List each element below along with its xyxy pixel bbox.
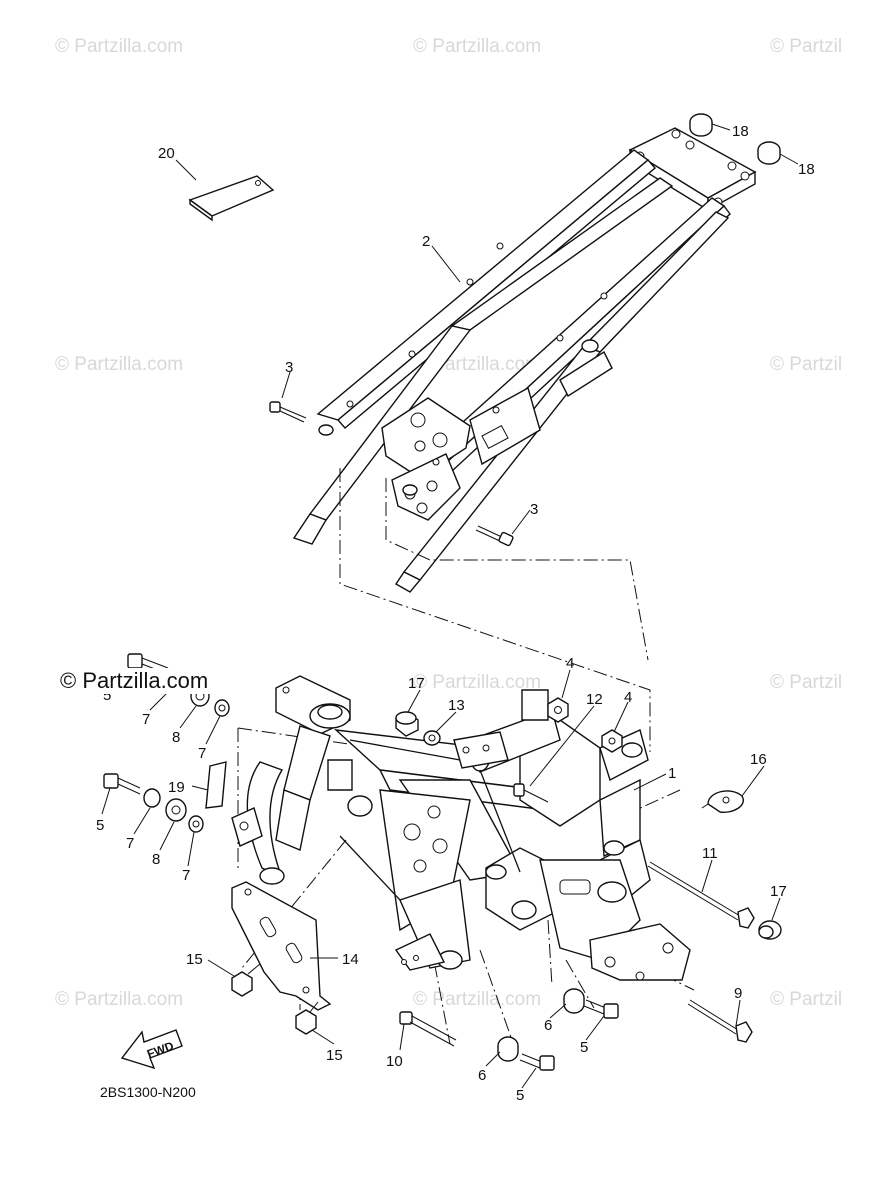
part-8-spacer[interactable]	[165, 798, 187, 822]
callout-17: 17	[408, 675, 425, 692]
watermarks: © Partzilla.com © Partzilla.com © Partzi…	[55, 36, 842, 1010]
part-12-bolt[interactable]	[513, 783, 549, 803]
part-5-bolt[interactable]	[103, 773, 141, 795]
callout-12: 12	[586, 691, 603, 708]
callout-4: 4	[566, 655, 574, 672]
callout-8: 8	[152, 851, 160, 868]
callout-18: 18	[798, 161, 815, 178]
part-5-bolt[interactable]	[583, 999, 619, 1019]
callouts: 20 18 18 2 3 3 1 4 4 12 13 17 16 11 17 9…	[96, 123, 815, 1104]
callout-10: 10	[386, 1053, 403, 1070]
callout-6: 6	[544, 1017, 552, 1034]
watermark: © Partzil	[770, 672, 842, 693]
callout-19: 19	[168, 779, 185, 796]
forward-arrow-icon: FWD	[120, 1029, 183, 1070]
watermark: © Partzilla.com	[55, 989, 183, 1010]
part-16-clip[interactable]	[701, 790, 744, 813]
brand-watermark: © Partzilla.com	[58, 668, 211, 694]
part-11-long-bolt[interactable]	[647, 861, 755, 929]
part-4-nut[interactable]	[547, 697, 569, 723]
callout-16: 16	[750, 751, 767, 768]
callout-15: 15	[326, 1047, 343, 1064]
callout-14: 14	[342, 951, 359, 968]
leader-lines	[101, 123, 799, 1089]
part-15-bolt[interactable]	[231, 963, 261, 997]
callout-2: 2	[422, 233, 430, 250]
callout-20: 20	[158, 145, 175, 162]
callout-5: 5	[103, 687, 111, 704]
part-15-bolt[interactable]	[295, 1001, 319, 1035]
part-9-bolt[interactable]	[687, 999, 753, 1043]
callout-9: 9	[734, 985, 742, 1002]
watermark: © Partzilla.com	[413, 672, 541, 693]
part-17-cap[interactable]	[758, 920, 782, 940]
diagram-code: 2BS1300-N200	[100, 1084, 196, 1100]
part-6-collar[interactable]	[563, 988, 585, 1014]
callout-3: 3	[285, 359, 293, 376]
part-19-tape[interactable]	[205, 761, 227, 809]
part-5-bolt[interactable]	[519, 1053, 555, 1071]
callout-11: 11	[702, 845, 718, 862]
callout-15: 15	[186, 951, 203, 968]
callout-17: 17	[770, 883, 787, 900]
part-10-bolt[interactable]	[399, 1011, 457, 1047]
callout-5: 5	[96, 817, 104, 834]
watermark: © Partzilla.com	[55, 36, 183, 57]
part-2-rear-frame[interactable]	[292, 127, 757, 593]
callout-18: 18	[732, 123, 749, 140]
part-14-bracket[interactable]	[231, 881, 332, 1011]
callout-5: 5	[580, 1039, 588, 1056]
callout-8: 8	[172, 729, 180, 746]
callout-7: 7	[126, 835, 134, 852]
callout-7: 7	[142, 711, 150, 728]
watermark: © Partzilla.com	[55, 354, 183, 375]
watermark: © Partzil	[770, 36, 842, 57]
part-1-main-frame[interactable]	[231, 675, 691, 981]
part-7-washer[interactable]	[143, 788, 161, 808]
part-13-collar[interactable]	[423, 730, 441, 746]
watermark: © Partzil	[770, 989, 842, 1010]
callout-7: 7	[198, 745, 206, 762]
callout-13: 13	[448, 697, 465, 714]
watermark: © Partzilla.com	[413, 36, 541, 57]
callout-1: 1	[668, 765, 676, 782]
part-7-washer[interactable]	[214, 699, 230, 717]
part-18-cap[interactable]	[689, 113, 713, 137]
part-17-cap[interactable]	[395, 711, 419, 737]
part-4-nut[interactable]	[601, 729, 623, 753]
callout-3: 3	[530, 501, 538, 518]
callout-5: 5	[516, 1087, 524, 1104]
watermark: © Partzilla.com	[413, 989, 541, 1010]
part-6-collar[interactable]	[497, 1036, 519, 1062]
part-18-cap[interactable]	[757, 141, 781, 165]
callout-6: 6	[478, 1067, 486, 1084]
part-3-bolt[interactable]	[269, 401, 307, 423]
callout-4: 4	[624, 689, 632, 706]
callout-7: 7	[182, 867, 190, 884]
part-3-bolt[interactable]	[475, 525, 514, 547]
part-7-washer[interactable]	[188, 815, 204, 833]
part-20-label[interactable]	[188, 175, 275, 222]
watermark: © Partzil	[770, 354, 842, 375]
